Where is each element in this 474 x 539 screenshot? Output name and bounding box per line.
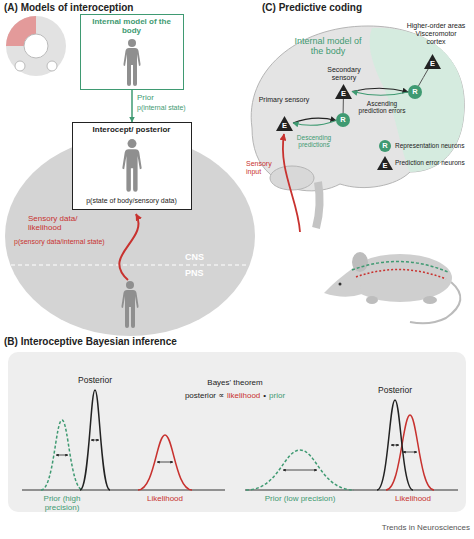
prediction-error-neuron: E — [276, 116, 293, 131]
box-title: Internal model of the body — [83, 17, 180, 35]
posterior-curve — [80, 390, 110, 490]
neuron-letter: E — [430, 55, 435, 68]
bayes-panel — [8, 352, 466, 512]
representation-neuron: R — [408, 85, 422, 99]
region-label: CNS — [185, 252, 204, 262]
mouse-leg — [423, 296, 437, 304]
cerebellum — [270, 166, 314, 190]
precision-arrow — [403, 452, 417, 453]
prediction-error-neuron: E — [424, 54, 441, 69]
prior-curve — [246, 450, 354, 490]
legend-text: Representation neurons — [395, 142, 464, 149]
connector — [293, 120, 336, 125]
axis-line — [22, 490, 225, 491]
connector — [418, 69, 428, 86]
mouse-afferent — [356, 269, 446, 279]
curve-label: Prior (high precision) — [27, 494, 97, 512]
formula-term: likelihood — [227, 391, 260, 400]
mouse-spine — [352, 261, 448, 272]
probability-label: p(sensory data/internal state) — [14, 238, 122, 246]
area-label: Higher-order areas Visceromotor cortex — [405, 22, 467, 46]
mouse-eye — [339, 283, 342, 286]
connector-label: Prior — [137, 93, 154, 102]
precision-arrow — [91, 440, 99, 441]
legend-circle — [379, 140, 391, 152]
curve-label: Posterior — [70, 376, 120, 386]
publisher-mark: Trends in Neurosciences — [350, 523, 470, 532]
cns-region: CNSPNSInterocept/ posteriorp(state of bo… — [5, 136, 255, 336]
arrow-label: Sensory data/ likelihood — [28, 214, 98, 232]
legend-letter: R — [380, 142, 390, 151]
neuron-letter: R — [412, 88, 417, 96]
posterior-box: Interocept/ posterior p(state of body/sen… — [72, 122, 192, 210]
prediction-error-neuron: E — [335, 84, 352, 99]
box-text: Interocept/ posterior — [75, 125, 188, 134]
precision-arrow — [157, 462, 173, 463]
overview-icon — [6, 16, 66, 76]
precision-arrow — [391, 445, 399, 446]
neuron-letter: E — [282, 117, 287, 130]
curve-label: Posterior — [370, 386, 420, 396]
panel-title: (A) Models of interoception — [4, 2, 133, 14]
sensory-input-arrow — [283, 134, 300, 232]
area-label: Primary sensory — [255, 96, 313, 104]
formula-term: • — [263, 391, 266, 400]
panel-title: (B) Interoceptive Bayesian inference — [4, 336, 177, 348]
legend-letter: E — [380, 162, 390, 171]
triangle-shape — [276, 116, 293, 131]
connector — [343, 99, 344, 113]
internal-model-box: Internal model of the body — [80, 14, 184, 90]
panel-title: (C) Predictive coding — [262, 2, 362, 14]
formula-term: prior — [269, 391, 285, 400]
overview-icon-dot — [47, 61, 57, 71]
connector — [131, 90, 133, 122]
representation-neuron: R — [336, 113, 350, 127]
signal-label: Descending predictions — [286, 134, 342, 149]
curve-label: Likelihood — [388, 494, 438, 503]
signal-label: Ascending prediction errors — [358, 100, 406, 115]
curve-label: Prior (low precision) — [262, 494, 338, 503]
triangle-shape — [335, 84, 352, 99]
connector — [352, 92, 408, 96]
likelihood-curve — [138, 435, 192, 490]
region-label: PNS — [185, 268, 204, 278]
triangle-shape — [424, 54, 441, 69]
legend-text: Prediction error neurons — [395, 159, 465, 166]
legend-triangle — [377, 156, 393, 170]
brain-outline — [251, 26, 464, 191]
probability-label: p(internal state) — [137, 104, 186, 112]
signal-label: Sensory input — [246, 160, 280, 176]
formula-row: posterior ∝likelihood•prior — [170, 391, 300, 400]
formula-title: Bayes' theorem — [180, 378, 290, 387]
connector — [293, 118, 336, 123]
formula-term: posterior ∝ — [185, 391, 224, 400]
mouse-leg — [366, 296, 378, 304]
area-label: Secondary sensory — [318, 66, 370, 82]
internal-model-region — [370, 28, 465, 172]
overview-icon-dot — [15, 61, 25, 71]
posterior-curve — [377, 400, 413, 490]
neuron-letter: E — [341, 85, 346, 98]
brainstem — [316, 182, 320, 228]
region-label: Internal model of the body — [292, 36, 364, 57]
box-text: p(state of body/sensory data) — [74, 197, 189, 204]
likelihood-curve — [386, 415, 434, 490]
connector — [352, 88, 408, 92]
neuron-letter: R — [340, 116, 345, 124]
precision-arrow — [56, 455, 68, 456]
prior-curve — [41, 420, 83, 490]
precision-arrow — [283, 470, 317, 471]
curve-label: Likelihood — [140, 494, 190, 503]
overview-icon-core — [24, 34, 48, 58]
